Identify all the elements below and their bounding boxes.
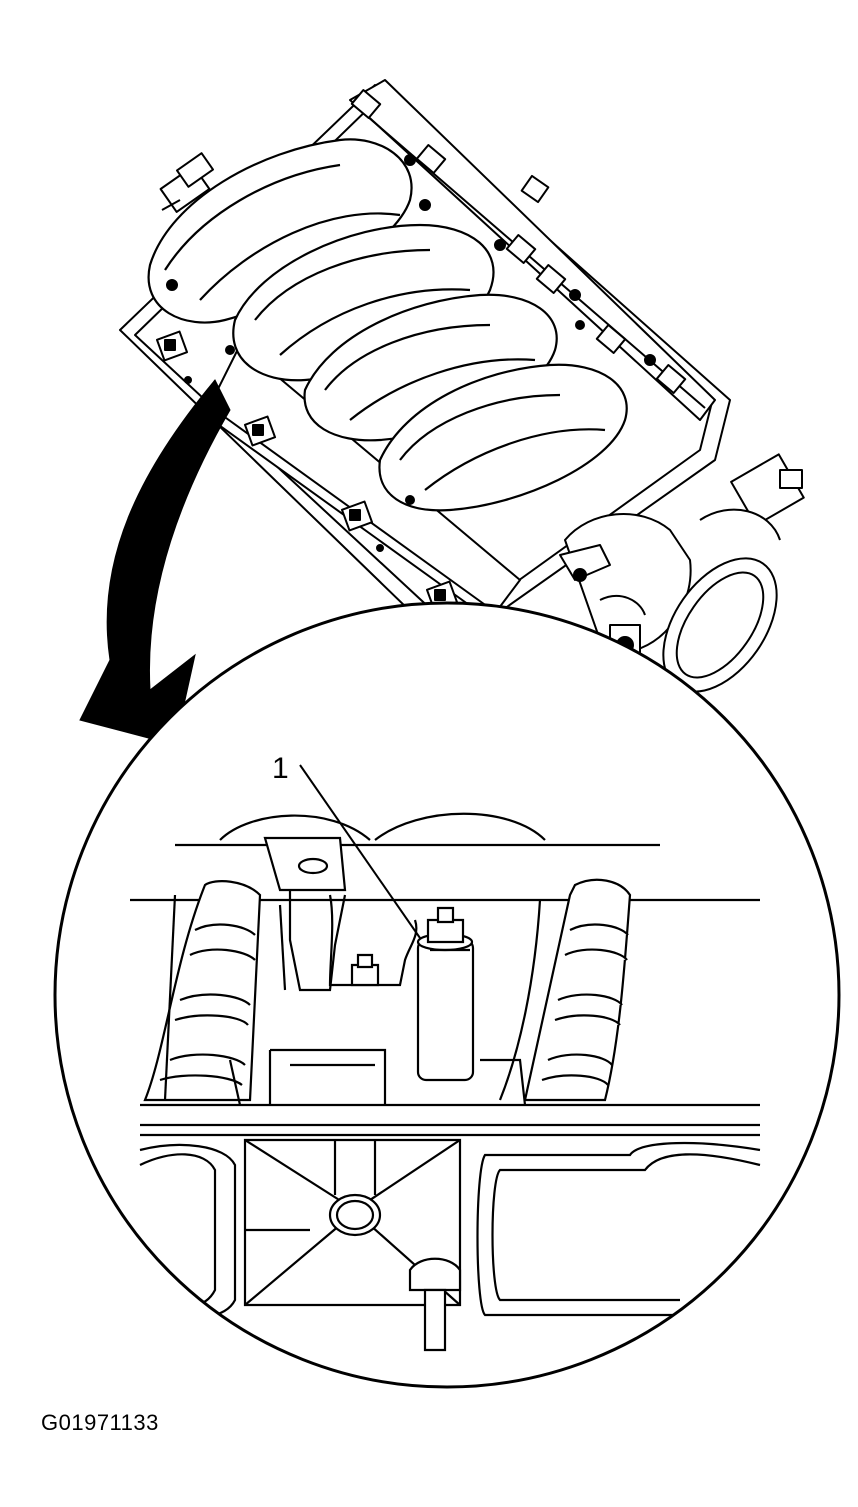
figure-id: G01971133 xyxy=(41,1410,159,1435)
lower-fuel-rail xyxy=(205,345,520,620)
upper-injectors xyxy=(352,90,685,393)
magnify-arrow-icon xyxy=(80,380,230,745)
detail-view-contents xyxy=(130,814,760,1350)
throttle-body xyxy=(560,454,804,712)
callout-1-label: 1 xyxy=(272,752,289,785)
left-fuel-injector xyxy=(145,881,260,1100)
manifold-bolts xyxy=(167,200,584,551)
mounting-bracket xyxy=(265,838,416,990)
callout-1-sensor xyxy=(418,908,473,1080)
right-fuel-injector xyxy=(500,880,630,1100)
side-connectors xyxy=(161,153,549,212)
intake-manifold-assembly xyxy=(120,80,804,712)
callout-1-leader-line xyxy=(300,765,420,938)
lower-rail-structure xyxy=(140,1050,760,1135)
cross-brace-frame xyxy=(245,1140,460,1350)
intake-runners xyxy=(149,139,627,510)
